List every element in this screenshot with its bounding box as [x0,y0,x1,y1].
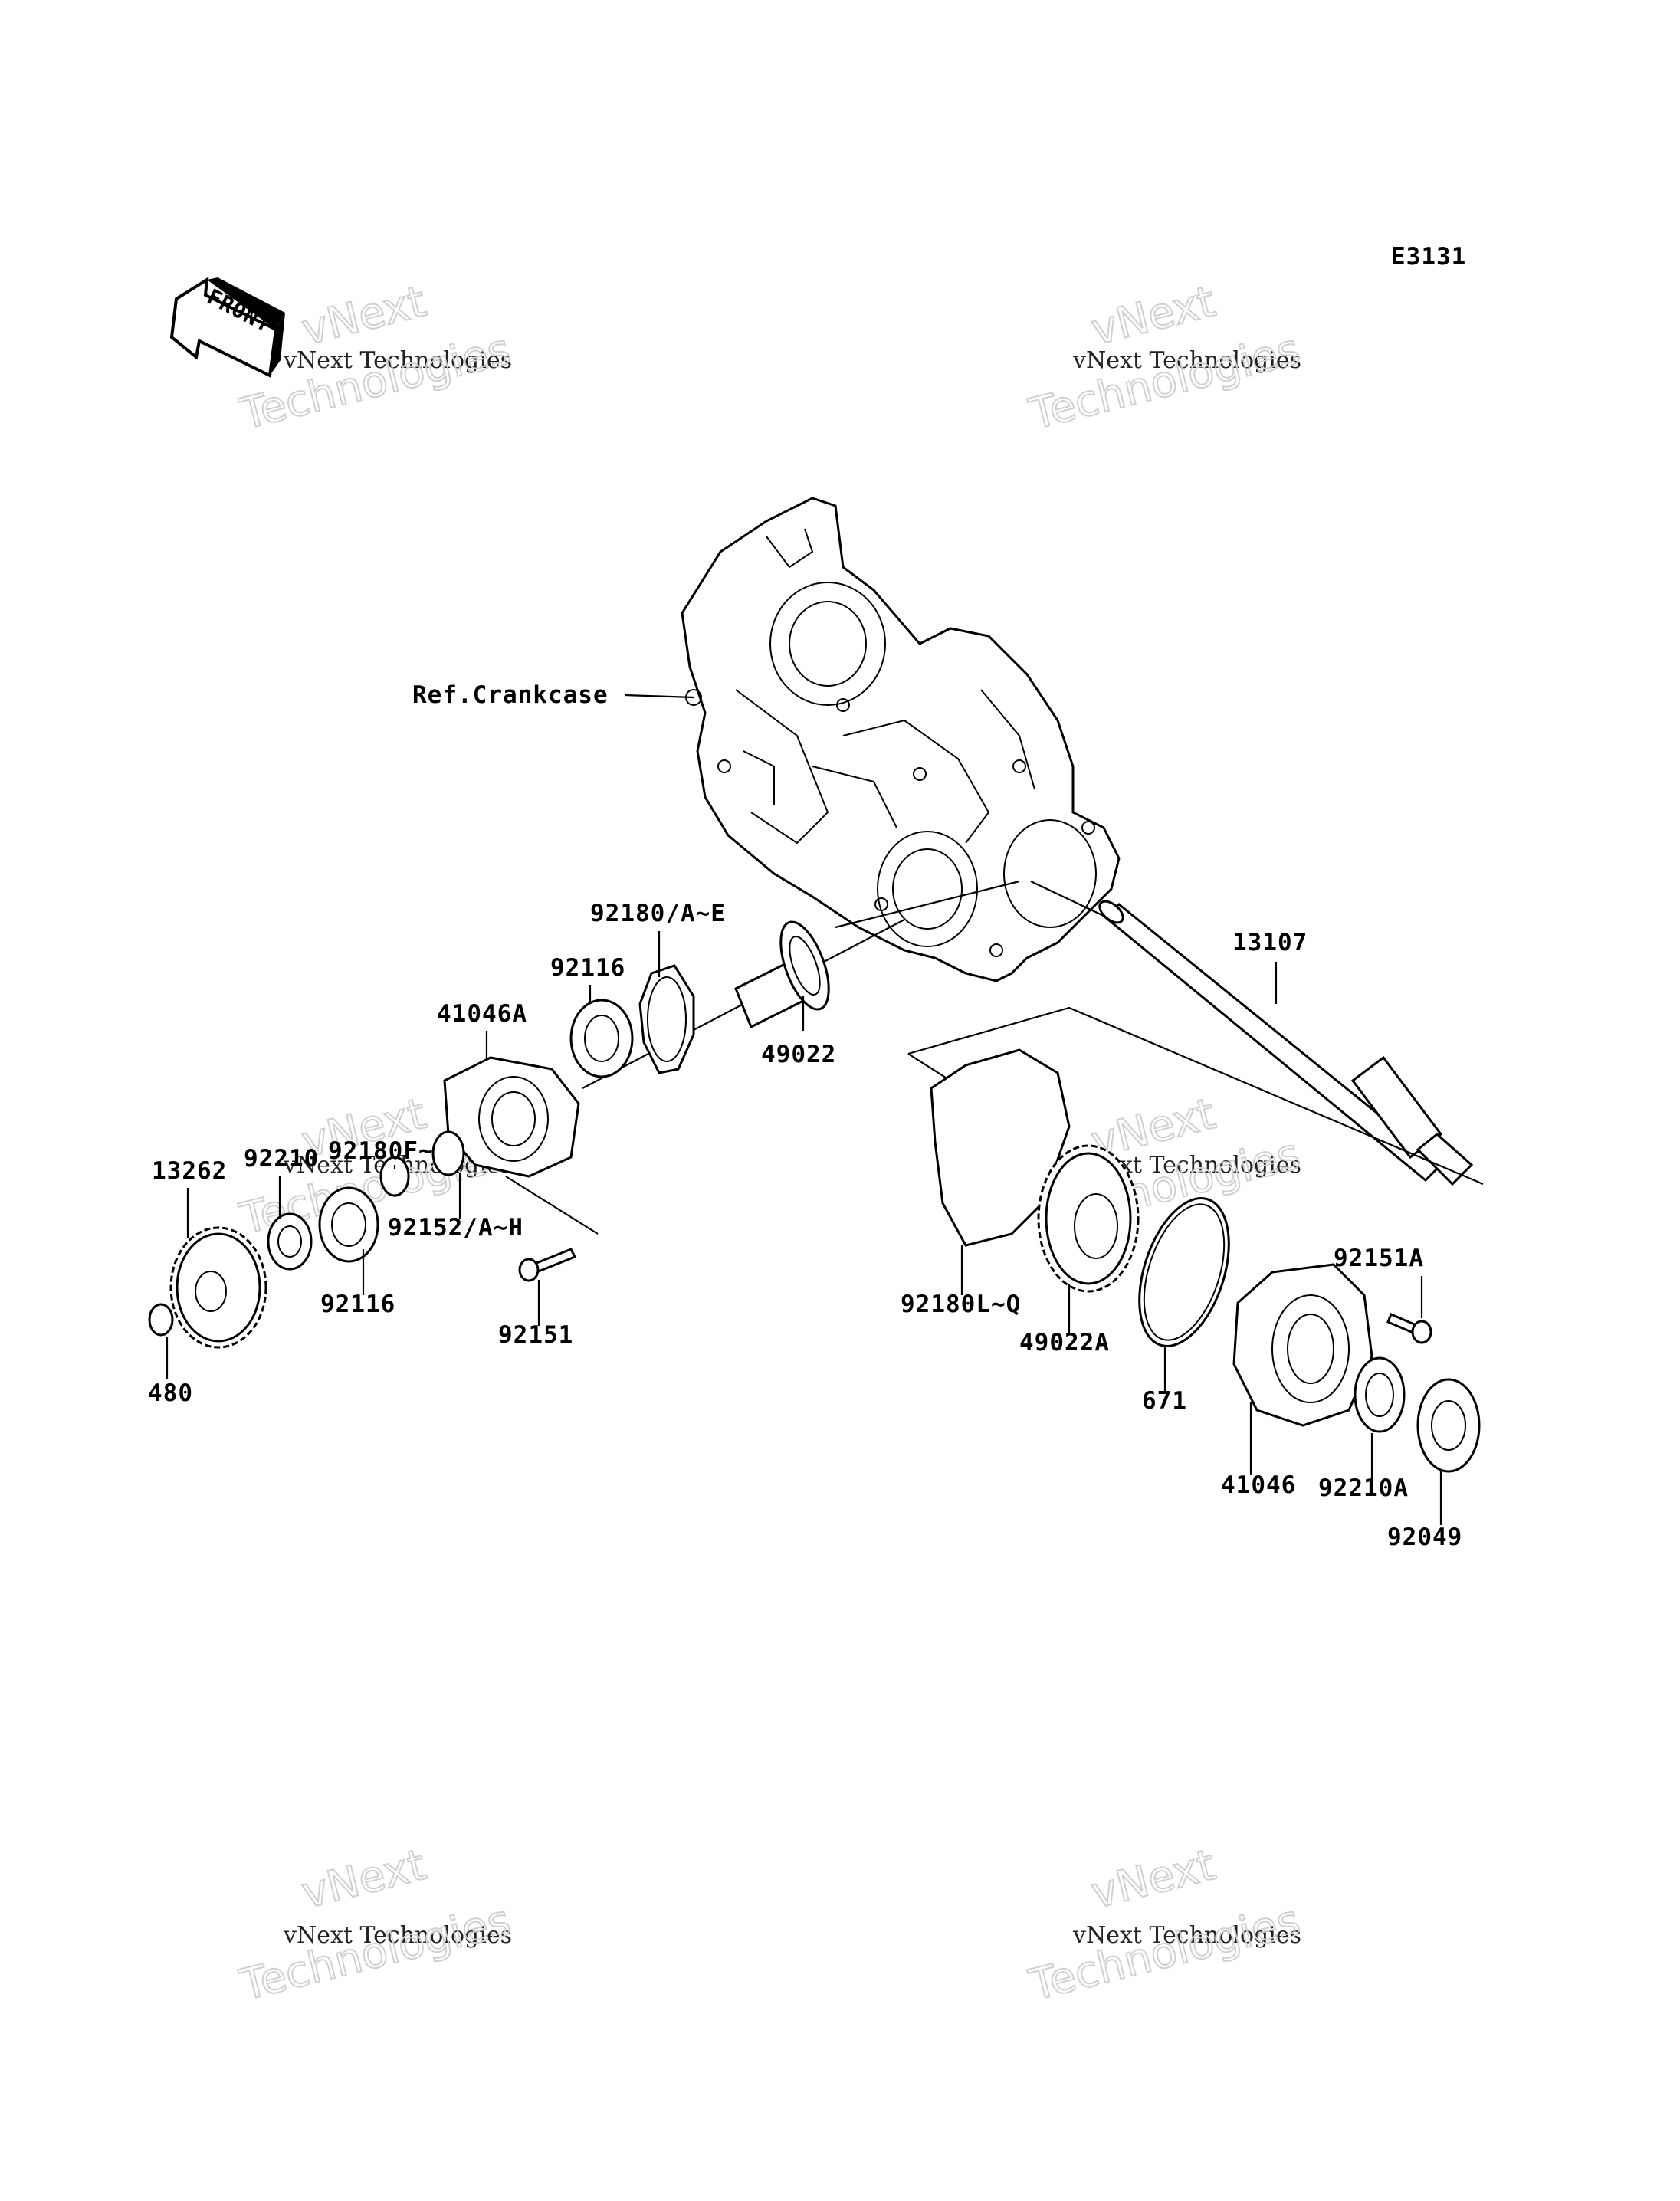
svg-text:vNext Technologies: vNext Technologies [283,347,512,374]
label-92210: 92210 [244,1145,319,1173]
svg-text:vNext: vNext [297,277,431,356]
svg-text:Technologies: Technologies [235,1895,516,2010]
label-41046: 41046 [1221,1471,1296,1499]
part-671-o-ring [1138,1197,1230,1347]
svg-text:vNext: vNext [1087,277,1220,356]
bracket-left [505,1176,599,1235]
label-ref-crankcase: Ref.Crankcase [412,681,609,709]
part-49022-gear [734,920,830,1029]
ref-line-top [835,880,1020,929]
part-13262-gear [169,1226,267,1349]
svg-text:vNext Technologies: vNext Technologies [283,1922,512,1949]
bracket-right-left [907,1053,951,1081]
part-480-circlip [148,1303,174,1337]
svg-text:Technologies: Technologies [1025,1895,1305,2010]
diagram-code: E3131 [1391,243,1466,271]
part-92210-seal [267,1212,313,1271]
svg-text:vNext: vNext [297,1840,431,1919]
part-92152ah-shim [431,1130,465,1176]
label-92151: 92151 [498,1321,573,1349]
label-92180lq: 92180L~Q [901,1291,1021,1318]
label-13107: 13107 [1232,929,1308,956]
svg-text:vNext: vNext [1087,1840,1220,1919]
watermark-top-right: vNext vNext Technologies Technologies [1024,276,1306,441]
watermark-bottom-left: vNext vNext Technologies Technologies [235,1839,517,2012]
part-41046a-housing [443,1056,580,1178]
bracket-right-top [907,1006,1484,1186]
part-49022a-ring-gear [1037,1144,1140,1293]
part-92116b-bearing [318,1186,379,1263]
label-92116a: 92116 [550,954,625,982]
label-480: 480 [148,1379,193,1407]
label-92116b: 92116 [320,1291,395,1318]
label-92049: 92049 [1387,1524,1462,1551]
label-13262: 13262 [152,1157,227,1185]
part-92180fk-seal [379,1156,410,1197]
svg-text:vNext Technologies: vNext Technologies [1072,1922,1301,1949]
part-92116a-bearing [569,999,634,1078]
svg-text:vNext Technologies: vNext Technologies [1072,347,1301,374]
ref-line-shaft [1030,881,1104,917]
label-92210a: 92210A [1318,1474,1409,1502]
crankcase-drawing [681,497,1121,982]
label-92151a: 92151A [1334,1245,1424,1272]
label-671: 671 [1142,1387,1187,1415]
part-92180ae-gasket [638,964,695,1074]
watermark-bottom-right: vNext vNext Technologies Technologies [1024,1839,1306,2012]
part-13107-shaft [1098,900,1474,1186]
part-92151-bolt [518,1248,577,1282]
svg-text:Technologies: Technologies [1025,324,1305,439]
part-92049-seal [1416,1378,1481,1473]
label-92180fk: 92180F~K [328,1137,448,1165]
label-49022: 49022 [761,1041,836,1068]
part-92151a-bolt [1386,1313,1432,1344]
leader-ref-crankcase [624,694,694,699]
label-41046a: 41046A [437,1000,527,1028]
front-arrow-icon: FRONT [169,277,285,379]
label-49022a: 49022A [1019,1329,1110,1356]
part-92210a-seal [1354,1356,1406,1433]
label-92152ah: 92152/A~H [388,1214,523,1242]
label-92180ae: 92180/A~E [590,900,726,927]
part-41046-housing [1232,1263,1373,1427]
